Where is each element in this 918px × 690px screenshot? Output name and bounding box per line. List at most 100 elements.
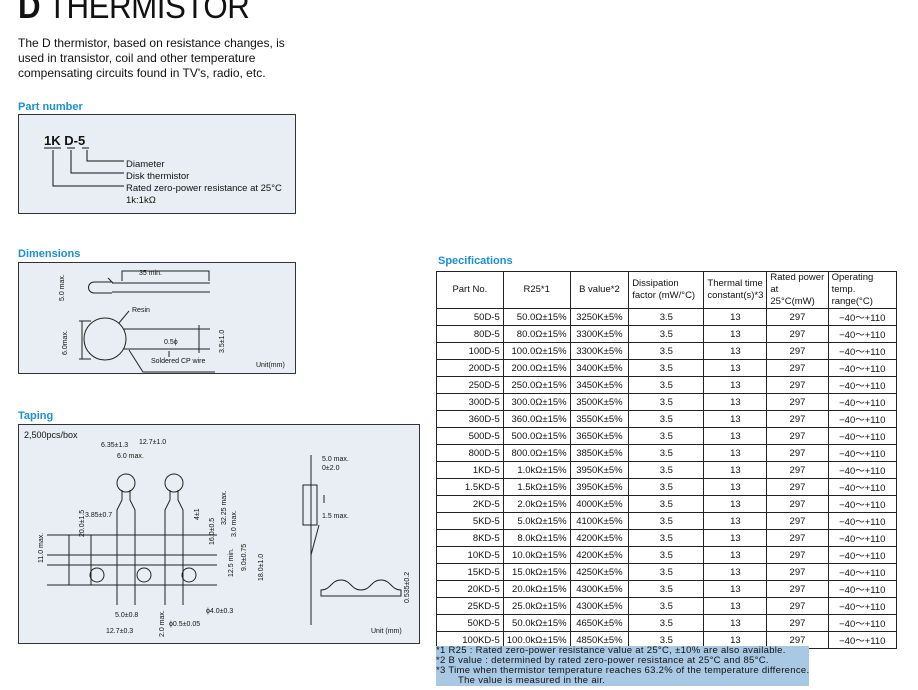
table-cell: 13 xyxy=(703,563,768,581)
column-header: Thermal time constant(s)*3 xyxy=(703,271,768,309)
table-cell: 3250K±5% xyxy=(569,308,630,326)
column-header: Rated power at 25°C(mW) xyxy=(766,271,829,309)
footnote: *2 B value : determined by rated zero-po… xyxy=(436,655,769,666)
table-cell: 297 xyxy=(766,614,829,632)
taping-label: 11.0 max. xyxy=(38,533,45,563)
table-cell: −40～+110 xyxy=(827,580,898,598)
table-cell: 50.0Ω±15% xyxy=(502,308,571,326)
table-cell: 297 xyxy=(766,580,829,598)
table-cell: 80.0Ω±15% xyxy=(502,325,571,343)
table-cell: 3.5 xyxy=(628,308,705,326)
table-cell: 3950K±5% xyxy=(569,478,630,496)
table-cell: 25.0kΩ±15% xyxy=(502,597,571,615)
table-cell: −40～+110 xyxy=(827,342,898,360)
table-cell: 4100K±5% xyxy=(569,512,630,530)
dim-length: 35 min. xyxy=(139,270,162,277)
table-cell: 3.5 xyxy=(628,478,705,496)
table-cell: 3.5 xyxy=(628,461,705,479)
table-cell: 13 xyxy=(703,546,768,564)
page-title: D THERMISTOR xyxy=(18,0,250,26)
table-cell: 3.5 xyxy=(628,410,705,428)
table-cell: 13 xyxy=(703,478,768,496)
table-cell: 200D-5 xyxy=(436,359,504,377)
table-cell: 3.5 xyxy=(628,546,705,564)
table-cell: 3300K±5% xyxy=(569,325,630,343)
taping-unit: Unit (mm) xyxy=(371,628,402,635)
table-cell: 3.5 xyxy=(628,427,705,445)
table-cell: 13 xyxy=(703,410,768,428)
table-cell: 3550K±5% xyxy=(569,410,630,428)
table-cell: 1.0kΩ±15% xyxy=(502,461,571,479)
taping-label: 1.5 max. xyxy=(322,513,349,520)
taping-label: 0.535±0.2 xyxy=(404,572,411,603)
table-cell: 13 xyxy=(703,325,768,343)
table-cell: −40～+110 xyxy=(827,597,898,615)
taping-heading: Taping xyxy=(18,410,54,422)
table-cell: 4300K±5% xyxy=(569,597,630,615)
table-cell: −40～+110 xyxy=(827,461,898,479)
table-cell: 4250K±5% xyxy=(569,563,630,581)
taping-label: 32.25 max. xyxy=(221,490,228,525)
table-cell: 5KD-5 xyxy=(436,512,504,530)
column-header: B value*2 xyxy=(569,271,630,309)
taping-label: 12.7±1.0 xyxy=(139,439,166,446)
taping-label: 12.7±0.3 xyxy=(106,628,133,635)
table-cell: 13 xyxy=(703,580,768,598)
table-cell: 3.5 xyxy=(628,512,705,530)
taping-label: ϕ4.0±0.3 xyxy=(206,608,233,615)
table-cell: 360.0Ω±15% xyxy=(502,410,571,428)
table-cell: −40～+110 xyxy=(827,546,898,564)
taping-label: 18.0±1.0 xyxy=(258,554,265,581)
table-cell: 8KD-5 xyxy=(436,529,504,547)
table-cell: −40～+110 xyxy=(827,325,898,343)
column-header: Dissipation factor (mW/°C) xyxy=(628,271,705,309)
table-cell: 3300K±5% xyxy=(569,342,630,360)
table-cell: 25KD-5 xyxy=(436,597,504,615)
taping-label: 2.0 max. xyxy=(159,610,166,637)
table-cell: 13 xyxy=(703,342,768,360)
table-cell: 4000K±5% xyxy=(569,495,630,513)
table-cell: −40～+110 xyxy=(827,478,898,496)
table-cell: 3450K±5% xyxy=(569,376,630,394)
dim-unit: Unit(mm) xyxy=(256,362,285,369)
table-cell: −40～+110 xyxy=(827,308,898,326)
table-cell: −40～+110 xyxy=(827,427,898,445)
table-cell: 297 xyxy=(766,342,829,360)
footnote: *3 Time when thermistor temperature reac… xyxy=(436,665,810,676)
table-cell: 2.0kΩ±15% xyxy=(502,495,571,513)
table-cell: 100.0Ω±15% xyxy=(502,342,571,360)
table-cell: 80D-5 xyxy=(436,325,504,343)
table-cell: −40～+110 xyxy=(827,393,898,411)
table-cell: 8.0kΩ±15% xyxy=(502,529,571,547)
dim-thickness: 5.0 max. xyxy=(59,274,66,301)
table-cell: 3.5 xyxy=(628,597,705,615)
table-cell: 2KD-5 xyxy=(436,495,504,513)
table-cell: 297 xyxy=(766,427,829,445)
taping-label: 20.0±1.5 xyxy=(79,510,86,537)
table-cell: 3.5 xyxy=(628,580,705,598)
table-cell: −40～+110 xyxy=(827,563,898,581)
table-cell: 100D-5 xyxy=(436,342,504,360)
table-cell: 13 xyxy=(703,597,768,615)
footnote: The value is measured in the air. xyxy=(458,675,606,686)
taping-label: 16.0±0.5 xyxy=(209,518,216,545)
table-cell: 500D-5 xyxy=(436,427,504,445)
table-cell: 13 xyxy=(703,376,768,394)
footnote: *1 R25 : Rated zero-power resistance val… xyxy=(436,645,786,656)
table-cell: 297 xyxy=(766,308,829,326)
taping-label: 12.5 min. xyxy=(228,548,235,577)
table-cell: −40～+110 xyxy=(827,495,898,513)
table-cell: 500.0Ω±15% xyxy=(502,427,571,445)
taping-qty: 2,500pcs/box xyxy=(24,430,78,440)
table-cell: 10KD-5 xyxy=(436,546,504,564)
table-cell: 1.5kΩ±15% xyxy=(502,478,571,496)
table-cell: 3.5 xyxy=(628,393,705,411)
table-cell: 13 xyxy=(703,495,768,513)
